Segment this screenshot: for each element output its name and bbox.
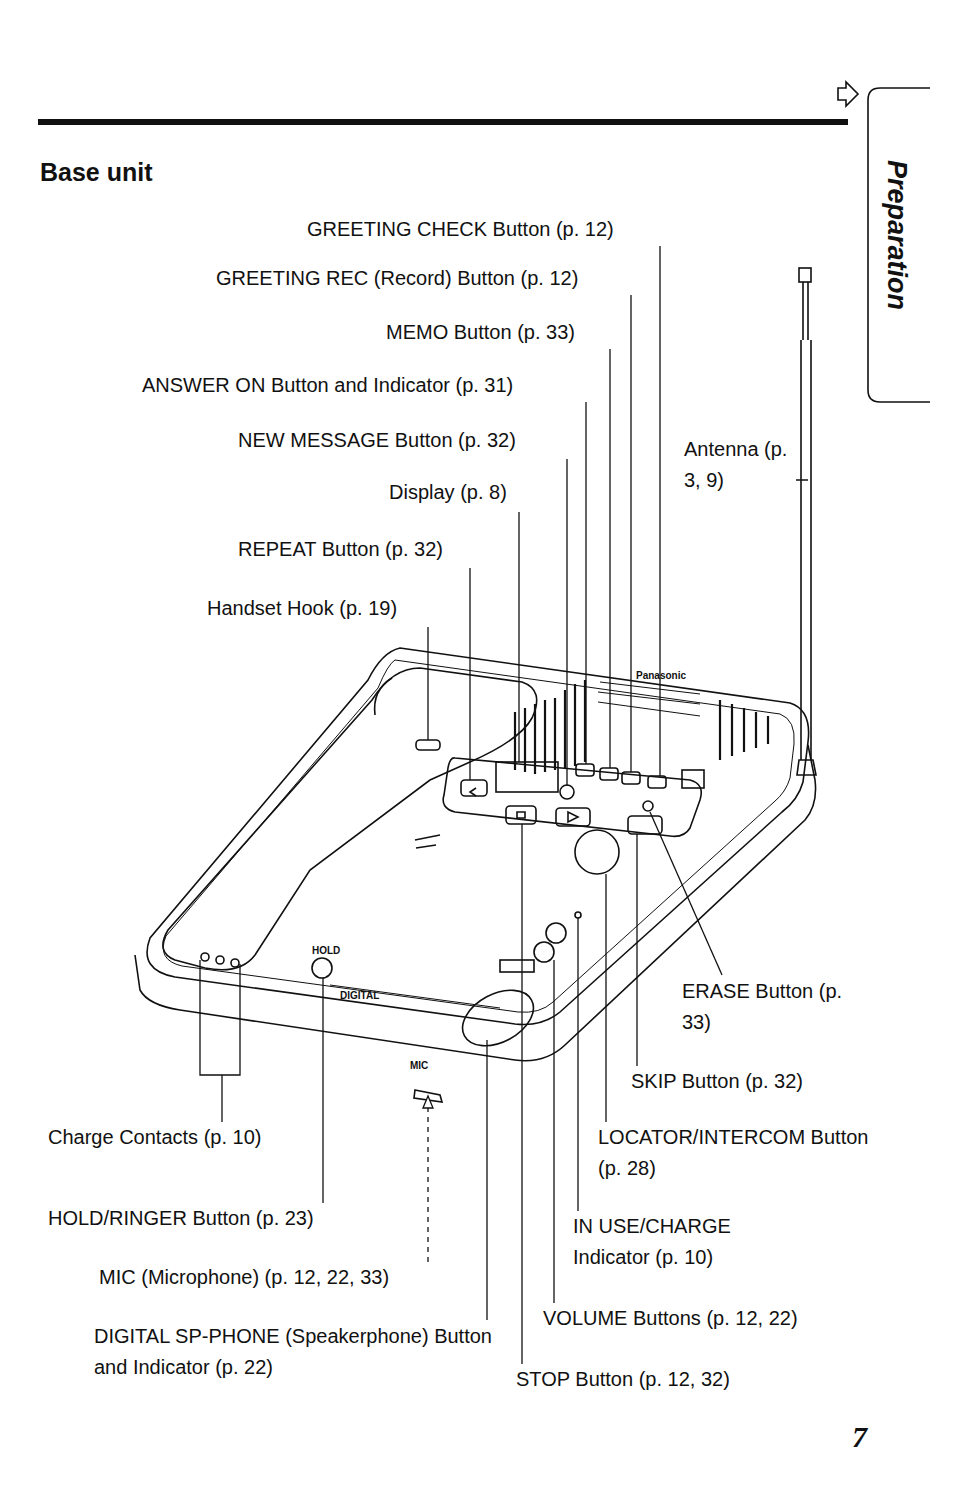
locator-button <box>575 830 619 874</box>
sound-logo <box>415 835 440 848</box>
in-use-indicator <box>575 912 581 918</box>
section-tab-label: Preparation <box>881 160 912 310</box>
callout-label: Display (p. 8) <box>387 477 509 508</box>
play-button <box>556 808 590 826</box>
front-line <box>330 985 500 1008</box>
device-print: HOLD <box>312 945 340 956</box>
callout-label: REPEAT Button (p. 32) <box>236 534 445 565</box>
callout-label: NEW MESSAGE Button (p. 32) <box>236 425 518 456</box>
display <box>496 762 558 792</box>
base-top <box>147 648 809 1025</box>
callout-label: Handset Hook (p. 19) <box>205 593 399 624</box>
control-panel <box>443 758 701 836</box>
callout-label: Antenna (p. 3, 9) <box>682 434 796 496</box>
callout-label: ANSWER ON Button and Indicator (p. 31) <box>140 370 515 401</box>
antenna <box>797 268 816 775</box>
device-print: MIC <box>410 1060 428 1071</box>
base-top-inner <box>163 660 794 1012</box>
callout-label: ERASE Button (p. 33) <box>680 976 864 1038</box>
hold-button <box>312 958 332 978</box>
callout-label: HOLD/RINGER Button (p. 23) <box>46 1203 316 1234</box>
callout-label: SKIP Button (p. 32) <box>629 1066 805 1097</box>
handset-hook <box>416 740 440 750</box>
page-number: 7 <box>852 1420 867 1454</box>
section-tab <box>868 88 930 402</box>
callout-label: Charge Contacts (p. 10) <box>46 1122 263 1153</box>
callout-label: DIGITAL SP-PHONE (Speakerphone) Button a… <box>92 1321 521 1383</box>
cradle-edge <box>375 678 392 715</box>
page-title: Base unit <box>40 158 153 187</box>
memo-button <box>600 768 618 780</box>
callout-label: VOLUME Buttons (p. 12, 22) <box>541 1303 800 1334</box>
header-rule <box>38 119 848 125</box>
answer-on-button <box>576 764 594 776</box>
callout-label: GREETING REC (Record) Button (p. 12) <box>214 263 580 294</box>
handset-cradle <box>163 668 537 970</box>
callout-label: STOP Button (p. 12, 32) <box>514 1364 732 1395</box>
callout-label: MEMO Button (p. 33) <box>384 317 577 348</box>
callout-label: MIC (Microphone) (p. 12, 22, 33) <box>97 1262 391 1293</box>
stop-button <box>506 806 536 824</box>
device-print: Panasonic <box>636 670 686 681</box>
leader-lines <box>200 246 808 1364</box>
callout-label: LOCATOR/INTERCOM Button (p. 28) <box>596 1122 875 1184</box>
device-print: DIGITAL <box>340 990 379 1001</box>
greeting-check-button <box>648 776 666 788</box>
charge-contacts <box>201 953 239 967</box>
next-arrow <box>838 82 858 106</box>
volume-down-button <box>534 942 554 962</box>
speakerphone-button <box>453 979 543 1057</box>
speaker-indicator-panel <box>500 960 534 972</box>
repeat-button <box>461 780 487 796</box>
callout-label: GREETING CHECK Button (p. 12) <box>305 214 616 245</box>
speaker-grille <box>515 680 768 774</box>
new-message-button <box>560 785 574 799</box>
volume-up-button <box>546 923 566 943</box>
erase-button <box>643 801 653 811</box>
callout-label: IN USE/CHARGE Indicator (p. 10) <box>571 1211 785 1273</box>
skip-button <box>628 816 662 834</box>
greeting-rec-button <box>622 772 640 784</box>
